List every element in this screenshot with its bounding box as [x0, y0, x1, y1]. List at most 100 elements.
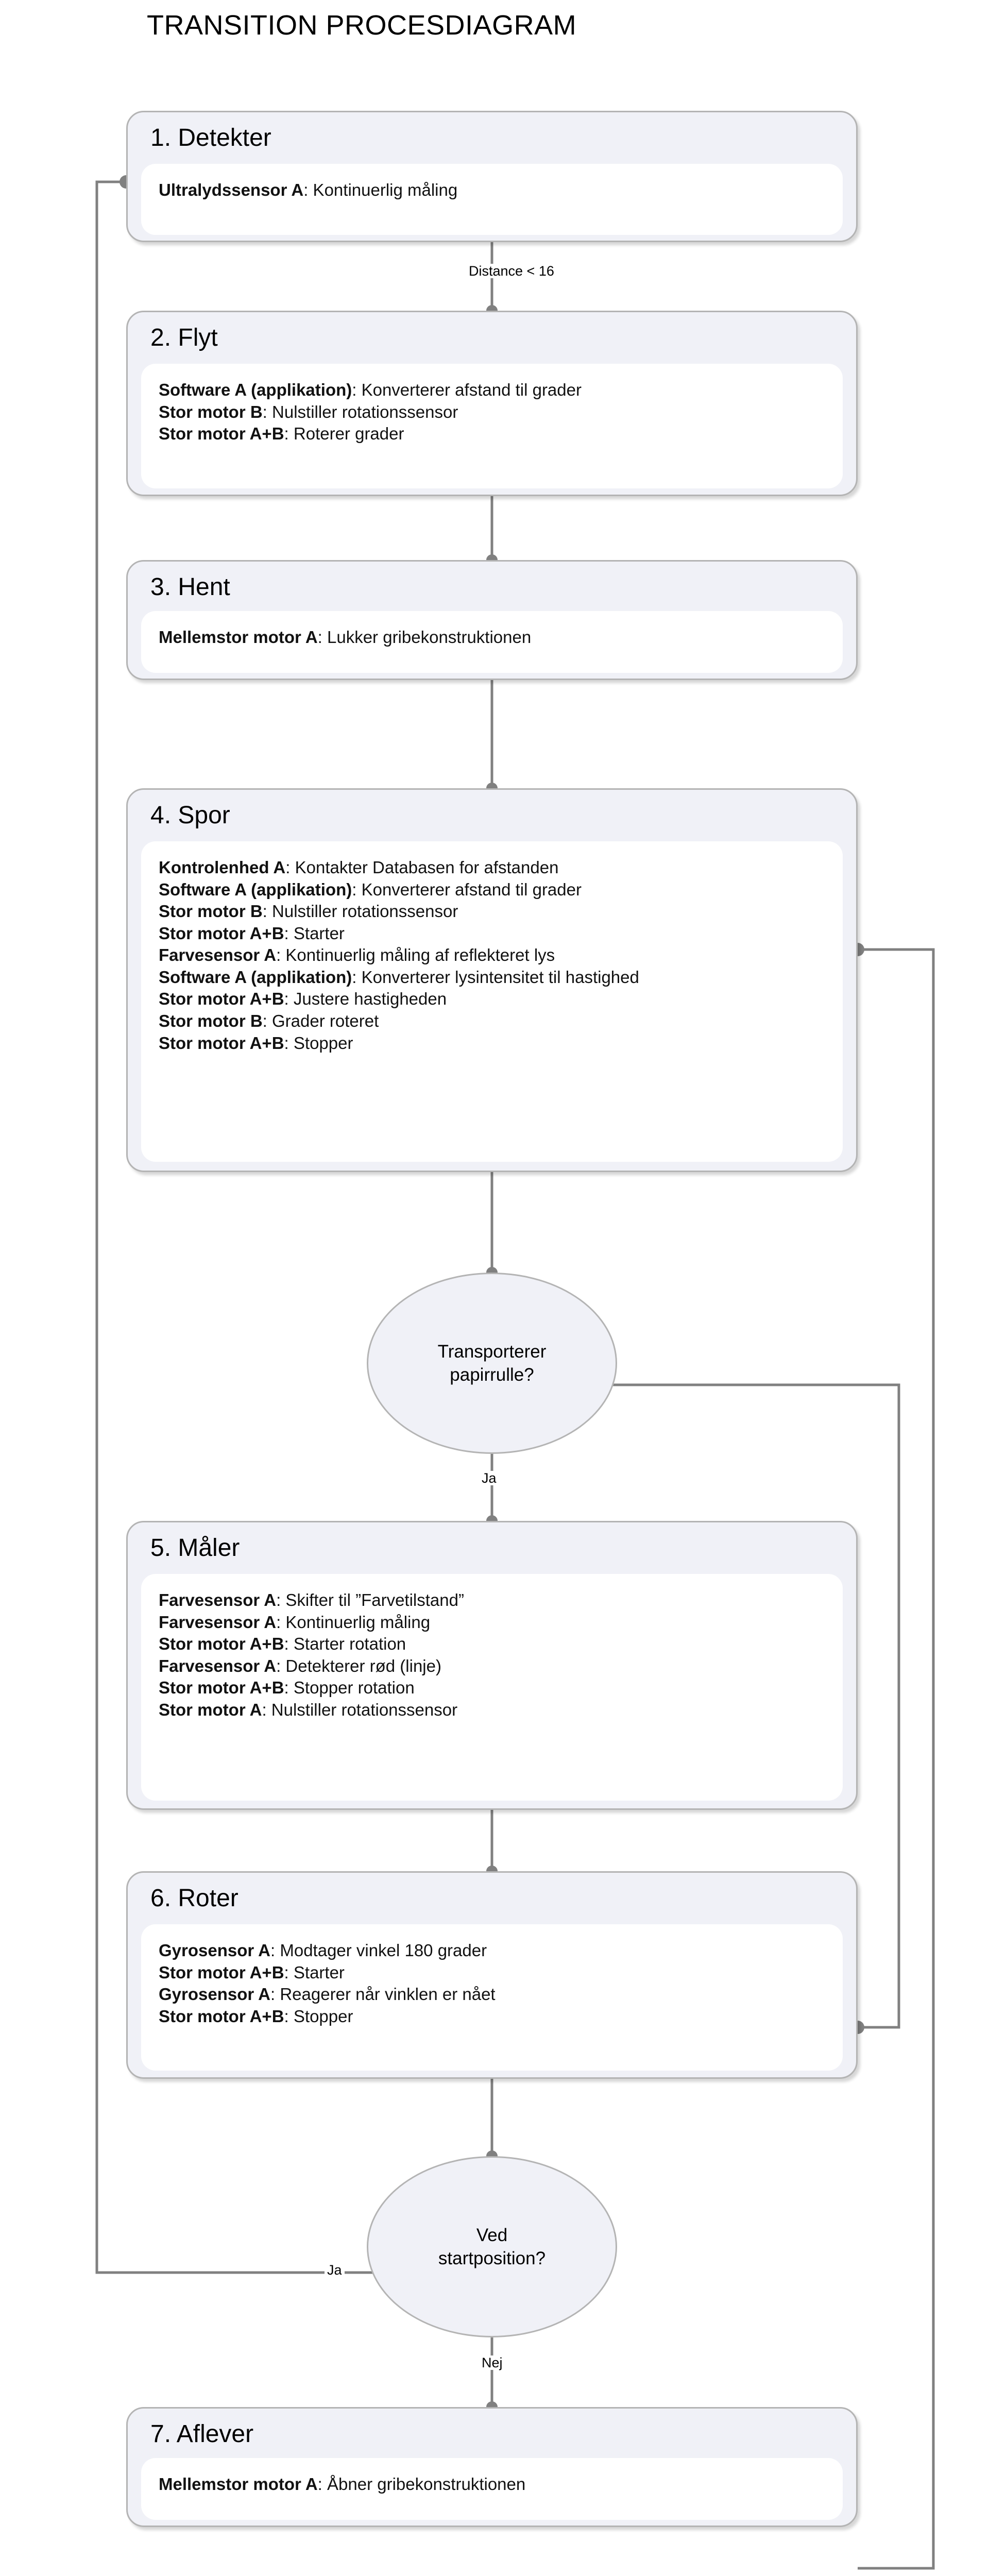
page-title: TRANSITION PROCESDIAGRAM — [147, 10, 577, 41]
decision-2-line2: startposition? — [438, 2248, 546, 2268]
action-text: : Modtager vinkel 180 grader — [270, 1941, 487, 1960]
decision-1-transporterer-papirrulle[interactable]: Transporterer papirrulle? — [367, 1273, 617, 1454]
action-actor: Stor motor A+B — [159, 1678, 284, 1698]
action-actor: Stor motor A+B — [159, 1634, 284, 1654]
action-actor: Stor motor A+B — [159, 2006, 284, 2026]
action-actor: Farvesensor A — [159, 1656, 277, 1675]
stage-3-title: 3. Hent — [150, 573, 230, 601]
stage-box-5-maaler[interactable]: 5. Måler Farvesensor A: Skifter til ”Far… — [126, 1521, 858, 1810]
decision-1-label: Transporterer papirrulle? — [431, 1340, 554, 1387]
decision-2-line1: Ved — [476, 2225, 508, 2245]
stage-5-body: Farvesensor A: Skifter til ”Farvetilstan… — [141, 1574, 843, 1801]
action-text: : Nulstiller rotationssensor — [262, 902, 458, 921]
action-text: : Stopper — [284, 2006, 353, 2026]
action-line: Stor motor A+B: Stopper rotation — [159, 1677, 825, 1699]
action-line: Farvesensor A: Kontinuerlig måling af re… — [159, 944, 825, 967]
action-actor: Stor motor A+B — [159, 1962, 284, 1982]
action-text: : Reagerer når vinklen er nået — [270, 1985, 496, 2004]
action-line: Stor motor B: Nulstiller rotationssensor — [159, 401, 825, 423]
action-text: : Lukker gribekonstruktionen — [317, 628, 532, 647]
action-text: : Detekterer rød (linje) — [276, 1656, 441, 1675]
action-line: Stor motor A+B: Starter — [159, 1962, 825, 1984]
action-text: : Grader roteret — [262, 1011, 379, 1030]
decision-1-line2: papirrulle? — [450, 1365, 534, 1385]
action-text: : Starter rotation — [284, 1634, 406, 1654]
action-text: : Skifter til ”Farvetilstand” — [276, 1590, 464, 1609]
action-line: Software A (applikation): Konverterer af… — [159, 379, 825, 401]
stage-7-title: 7. Aflever — [150, 2420, 254, 2448]
action-line: Stor motor A+B: Stopper — [159, 2006, 825, 2028]
action-line: Software A (applikation): Konverterer af… — [159, 879, 825, 901]
action-text: : Konverterer afstand til grader — [352, 879, 582, 899]
stage-4-title: 4. Spor — [150, 802, 230, 829]
action-text: : Nulstiller rotationssensor — [262, 1700, 458, 1719]
action-line: Kontrolenhed A: Kontakter Databasen for … — [159, 857, 825, 879]
action-text: : Stopper rotation — [284, 1678, 415, 1698]
action-actor: Stor motor A+B — [159, 424, 284, 444]
action-text: : Starter — [284, 1962, 345, 1982]
action-line: Mellemstor motor A: Lukker gribekonstruk… — [159, 626, 825, 649]
stage-4-body: Kontrolenhed A: Kontakter Databasen for … — [141, 841, 843, 1162]
action-actor: Stor motor A — [159, 1700, 262, 1719]
action-actor: Gyrosensor A — [159, 1941, 271, 1960]
stage-1-body: Ultralydssensor A: Kontinuerlig måling — [141, 164, 843, 235]
edge-label-decision2-yes: Ja — [325, 2263, 345, 2277]
action-text: : Åbner gribekonstruktionen — [317, 2475, 526, 2494]
action-text: : Justere hastigheden — [284, 989, 447, 1009]
action-line: Farvesensor A: Kontinuerlig måling — [159, 1612, 825, 1634]
stage-6-title: 6. Roter — [150, 1885, 238, 1912]
action-line: Stor motor B: Nulstiller rotationssensor — [159, 901, 825, 923]
decision-2-ved-startposition[interactable]: Ved startposition? — [367, 2156, 617, 2337]
action-text: : Kontinuerlig måling — [276, 1612, 431, 1632]
action-line: Stor motor A+B: Justere hastigheden — [159, 988, 825, 1010]
action-actor: Gyrosensor A — [159, 1985, 271, 2004]
action-actor: Software A (applikation) — [159, 967, 352, 987]
stage-box-2-flyt[interactable]: 2. Flyt Software A (applikation): Konver… — [126, 311, 858, 496]
action-actor: Stor motor B — [159, 402, 263, 421]
action-text: : Stopper — [284, 1033, 353, 1053]
action-line: Farvesensor A: Detekterer rød (linje) — [159, 1655, 825, 1677]
action-text: : Roterer grader — [284, 424, 404, 444]
action-line: Stor motor A+B: Starter — [159, 923, 825, 945]
stage-2-body: Software A (applikation): Konverterer af… — [141, 364, 843, 488]
action-line: Gyrosensor A: Modtager vinkel 180 grader — [159, 1940, 825, 1962]
action-line: Ultralydssensor A: Kontinuerlig måling — [159, 179, 825, 201]
action-text: : Konverterer lysintensitet til hastighe… — [352, 967, 639, 987]
action-actor: Stor motor A+B — [159, 1033, 284, 1053]
stage-2-title: 2. Flyt — [150, 324, 218, 351]
action-line: Stor motor A+B: Roterer grader — [159, 423, 825, 445]
action-actor: Farvesensor A — [159, 1590, 277, 1609]
stage-box-4-spor[interactable]: 4. Spor Kontrolenhed A: Kontakter Databa… — [126, 788, 858, 1172]
action-actor: Software A (applikation) — [159, 380, 352, 399]
action-actor: Stor motor A+B — [159, 989, 284, 1009]
stage-6-body: Gyrosensor A: Modtager vinkel 180 grader… — [141, 1924, 843, 2071]
edge-stage4-to-stage7 — [858, 948, 935, 2570]
action-line: Stor motor A+B: Stopper — [159, 1032, 825, 1055]
action-actor: Stor motor A+B — [159, 923, 284, 943]
action-line: Stor motor A+B: Starter rotation — [159, 1633, 825, 1655]
action-text: : Konverterer afstand til grader — [352, 380, 582, 399]
stage-1-title: 1. Detekter — [150, 124, 271, 151]
action-actor: Mellemstor motor A — [159, 2475, 318, 2494]
action-actor: Mellemstor motor A — [159, 628, 318, 647]
action-actor: Kontrolenhed A — [159, 858, 286, 877]
action-actor: Farvesensor A — [159, 1612, 277, 1632]
action-line: Stor motor B: Grader roteret — [159, 1010, 825, 1032]
action-text: : Kontakter Databasen for afstanden — [285, 858, 559, 877]
stage-box-1-detekter[interactable]: 1. Detekter Ultralydssensor A: Kontinuer… — [126, 111, 858, 242]
stage-box-7-aflever[interactable]: 7. Aflever Mellemstor motor A: Åbner gri… — [126, 2407, 858, 2527]
action-actor: Ultralydssensor A — [159, 180, 304, 199]
decision-2-label: Ved startposition? — [431, 2224, 553, 2270]
stage-box-6-roter[interactable]: 6. Roter Gyrosensor A: Modtager vinkel 1… — [126, 1871, 858, 2079]
action-line: Mellemstor motor A: Åbner gribekonstrukt… — [159, 2473, 825, 2496]
edge-label-decision1-yes: Ja — [479, 1471, 499, 1485]
stage-box-3-hent[interactable]: 3. Hent Mellemstor motor A: Lukker gribe… — [126, 560, 858, 680]
action-line: Farvesensor A: Skifter til ”Farvetilstan… — [159, 1589, 825, 1612]
edge-label-distance: Distance < 16 — [466, 264, 557, 278]
action-line: Gyrosensor A: Reagerer når vinklen er nå… — [159, 1984, 825, 2006]
stage-3-body: Mellemstor motor A: Lukker gribekonstruk… — [141, 611, 843, 673]
action-actor: Stor motor B — [159, 1011, 263, 1030]
action-line: Software A (applikation): Konverterer ly… — [159, 967, 825, 989]
action-actor: Stor motor B — [159, 902, 263, 921]
